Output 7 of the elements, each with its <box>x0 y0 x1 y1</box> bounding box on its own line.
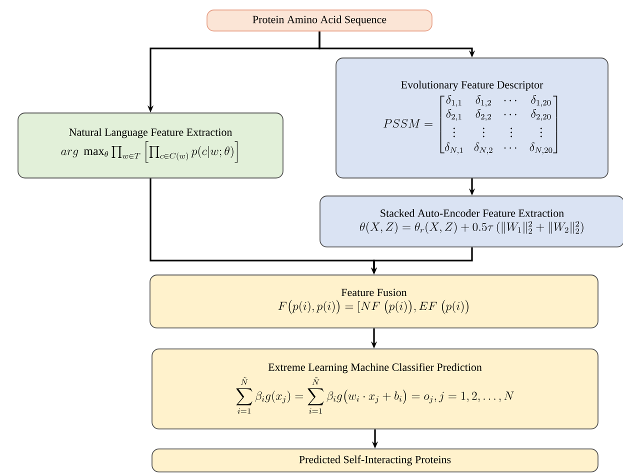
input-box: Protein Amino Acid Sequence <box>206 10 432 32</box>
output-box: Predicted Self-Interacting Proteins <box>152 448 598 472</box>
process-box: Stacked Auto-Encoder Feature Extraction $\theta(X,Z)=\theta_r(X,Z)+0.5\tau\left(\|W_1\|_2^2+\|W_2\|_2^2\right)$ <box>320 196 623 248</box>
process-box: Extreme Learning Machine Classifier Prediction $\sum_{i=1}^{\tilde{N}}\beta_i g(x_j)=\sum_{i=1}^{\tilde{N}}\beta_i g\big(w_i\cdot x_j+b_i\big)=o_j, j=1,2,\ldots,N$ <box>152 348 598 430</box>
process-box: Natural Language Feature Extraction $arg\ \max_{\theta} \prod_{w\in T}\left[\prod_{c\in C(w)} p(c|w;\theta)\right]$ <box>18 112 284 178</box>
process-box: Evolutionary Feature Descriptor $PSSM=\begin{bmatrix}\delta_{1,1} & \delta_{1,2} & \cdots & \delta_{1,20}\\ \delta_{2,1} & \delta_{2,2} & \cdots & \delta_{2,20}\\ \vdots & \vdots & \vdots & \vdots\\ \delta_{N,1} & \delta_{N,2} & \cdots & \delta_{N,20}\end{bmatrix}$ <box>336 58 608 178</box>
process-box: Feature Fusion $F\big(p(i),p(i)\big)=[NF\ \big(p(i)\big),EF\ \big(p(i)\big)$ <box>150 274 598 328</box>
